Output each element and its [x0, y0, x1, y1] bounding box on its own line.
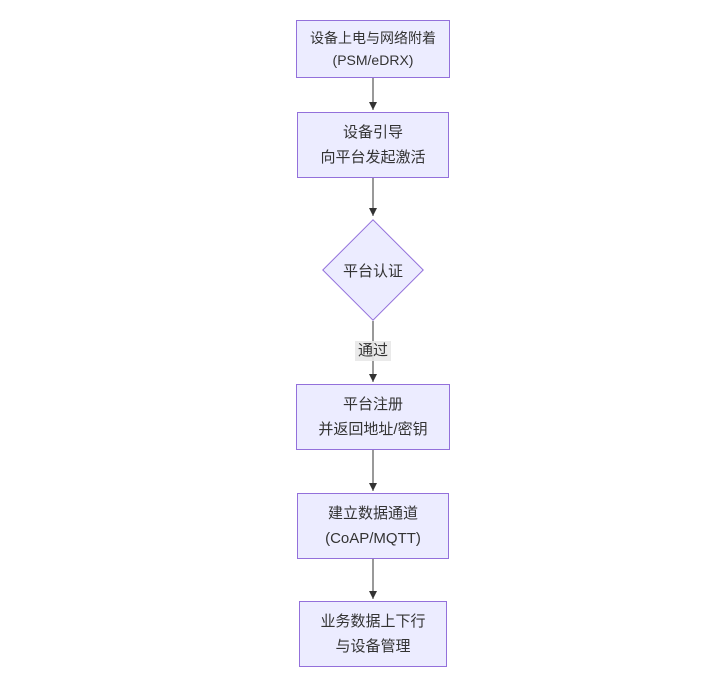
node-label-line1: 业务数据上下行: [320, 613, 426, 630]
node-label-line2: 与设备管理: [335, 638, 411, 655]
node-device-power-attach: 设备上电与网络附着 (PSM/eDRX): [296, 20, 450, 78]
node-platform-register: 平台注册 并返回地址/密钥: [296, 384, 450, 450]
node-business-data: 业务数据上下行 与设备管理: [299, 601, 447, 667]
node-label-line2: (CoAP/MQTT): [325, 530, 421, 547]
node-label-line1: 设备引导: [342, 124, 403, 141]
node-label-line2: 向平台发起激活: [320, 149, 426, 166]
node-label-line2: 并返回地址/密钥: [318, 421, 428, 438]
node-label-line1: 建立数据通道: [327, 505, 418, 522]
edge-label-pass: 通过: [354, 341, 392, 361]
node-data-channel: 建立数据通道 (CoAP/MQTT): [297, 493, 449, 559]
node-label-line2: (PSM/eDRX): [332, 52, 414, 68]
node-label-line1: 平台注册: [342, 396, 403, 413]
decision-platform-auth: 平台认证: [321, 218, 425, 322]
decision-label: 平台认证: [342, 262, 403, 280]
node-label-line1: 设备上电与网络附着: [310, 30, 436, 46]
node-device-bootstrap: 设备引导 向平台发起激活: [297, 112, 449, 178]
